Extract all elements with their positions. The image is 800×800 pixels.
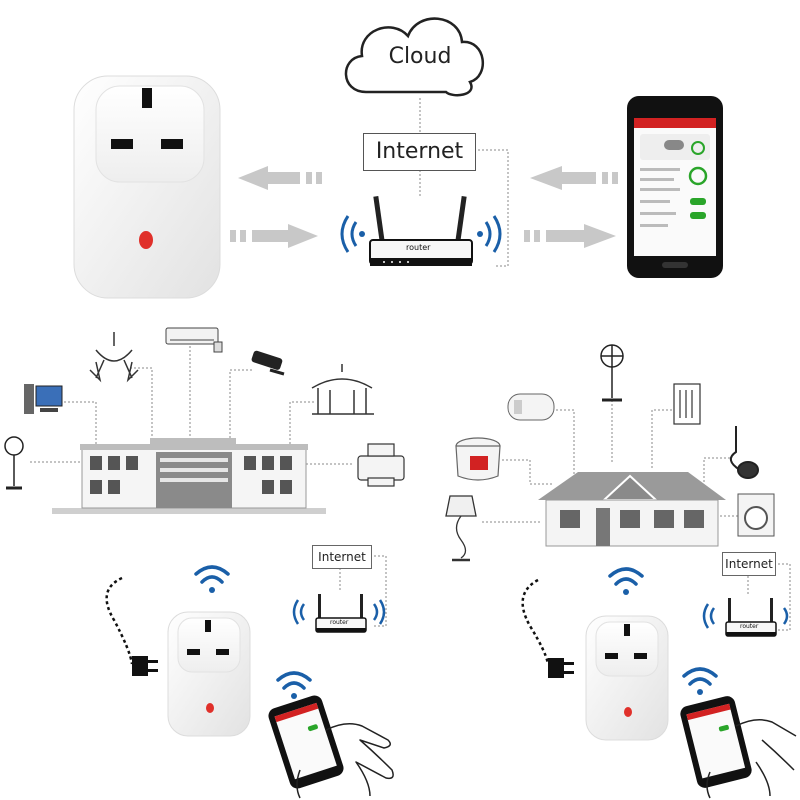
table-lamp-icon: [445, 495, 477, 562]
internet-label-left: Internet: [312, 545, 372, 569]
wifi-icon: [340, 215, 502, 253]
hand-icon: [296, 723, 394, 799]
gazebo-icon: [311, 364, 374, 415]
office-building-icon: [52, 438, 326, 514]
washing-machine-icon: [737, 493, 775, 537]
router-icon: [725, 598, 777, 637]
arrows-top: [230, 166, 618, 248]
wifi-icon: [276, 671, 312, 699]
wifi-icon: [194, 565, 230, 593]
smart-plug-icon: [167, 611, 251, 737]
connector-lines-top: [419, 98, 509, 267]
rice-cooker-icon: [455, 437, 501, 481]
computer-icon: [24, 384, 63, 414]
security-camera-icon: [251, 350, 285, 376]
smartphone-icon: [627, 96, 723, 278]
connector-lines-bottom-right: [747, 563, 791, 631]
cloud-label: Cloud: [388, 44, 452, 69]
power-cord-icon: [521, 578, 574, 678]
internet-label-main: Internet: [363, 133, 476, 171]
router-label-main: router: [406, 243, 431, 252]
cloud-icon: [344, 17, 484, 97]
fan-icon: [4, 436, 24, 490]
smartphone-icon: [680, 696, 752, 788]
power-cord-icon: [105, 576, 158, 676]
printer-icon: [357, 443, 405, 487]
hand-icon: [706, 719, 797, 799]
wifi-icon: [608, 567, 644, 595]
wifi-icon: [682, 667, 718, 695]
smart-plug-icon: [73, 75, 221, 299]
vacuum-icon: [729, 426, 759, 479]
heater-icon: [673, 383, 701, 425]
internet-label-right: Internet: [722, 552, 776, 576]
router-label-right: router: [740, 623, 759, 630]
connector-lines-left: [30, 346, 354, 465]
chandelier-icon: [89, 332, 139, 383]
house-icon: [538, 472, 726, 547]
smartphone-icon: [268, 695, 344, 789]
wifi-icon: [292, 599, 386, 625]
router-icon: [369, 196, 473, 266]
router-label-left: router: [330, 619, 349, 626]
router-icon: [315, 594, 367, 633]
connector-lines-bottom-left: [339, 555, 387, 627]
water-heater-icon: [507, 393, 555, 421]
wifi-icon: [702, 603, 789, 629]
air-conditioner-icon: [165, 327, 223, 353]
smart-plug-icon: [585, 615, 669, 741]
fan-icon: [600, 344, 624, 402]
